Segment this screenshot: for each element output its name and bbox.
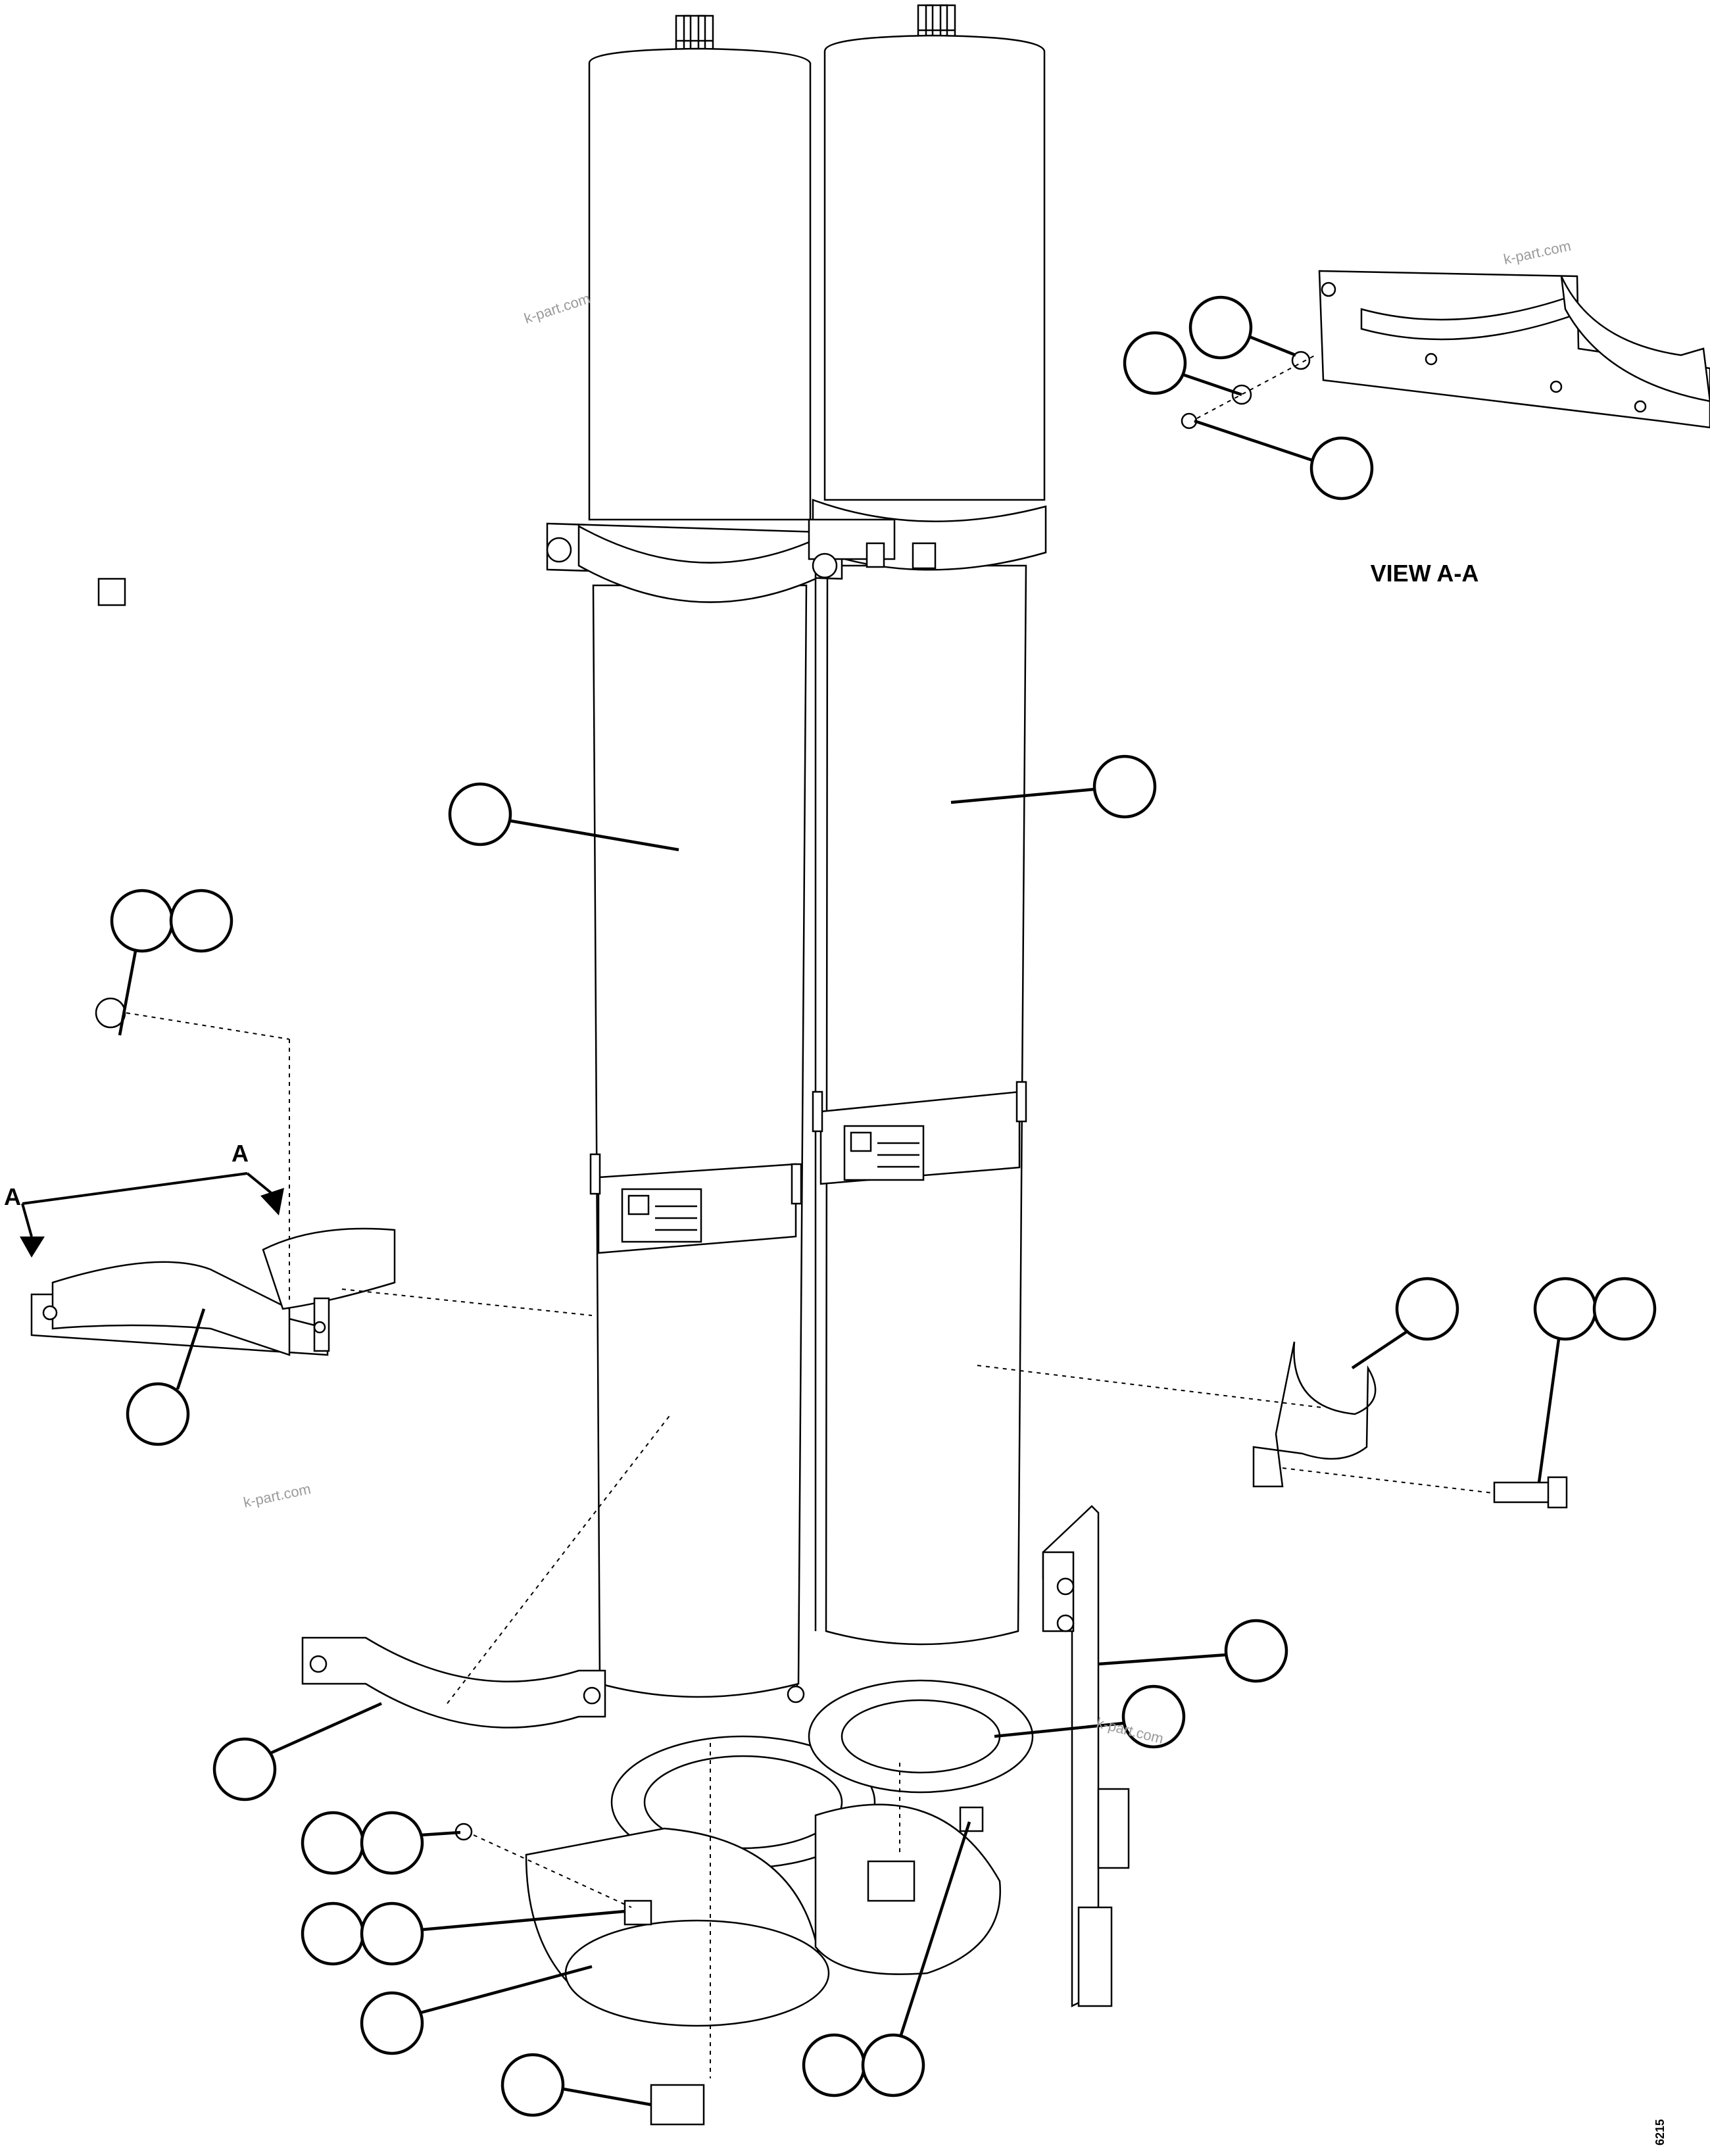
mounting-plate xyxy=(1042,1505,1130,2008)
watermark: k-part.com xyxy=(522,290,593,327)
right-clamp xyxy=(977,1341,1568,1509)
watermark: k-part.com xyxy=(242,1481,312,1511)
cylinder-cups xyxy=(454,1679,1034,2126)
callouts xyxy=(110,295,1657,2117)
view-title: VIEW A-A xyxy=(1371,560,1479,587)
left-cylinder xyxy=(588,14,812,1698)
figure-code: 6215 xyxy=(1653,2119,1667,2145)
left-clamp-assembly xyxy=(20,577,593,1356)
upper-clamp-band xyxy=(546,499,1047,603)
lower-clamp-band xyxy=(301,1413,672,1728)
watermark: k-part.com xyxy=(1502,237,1573,268)
section-marker-left: A xyxy=(4,1183,21,1210)
view-a-a-bracket xyxy=(1181,270,1710,429)
section-marker-right: A xyxy=(232,1140,249,1167)
right-cylinder xyxy=(812,4,1046,1646)
